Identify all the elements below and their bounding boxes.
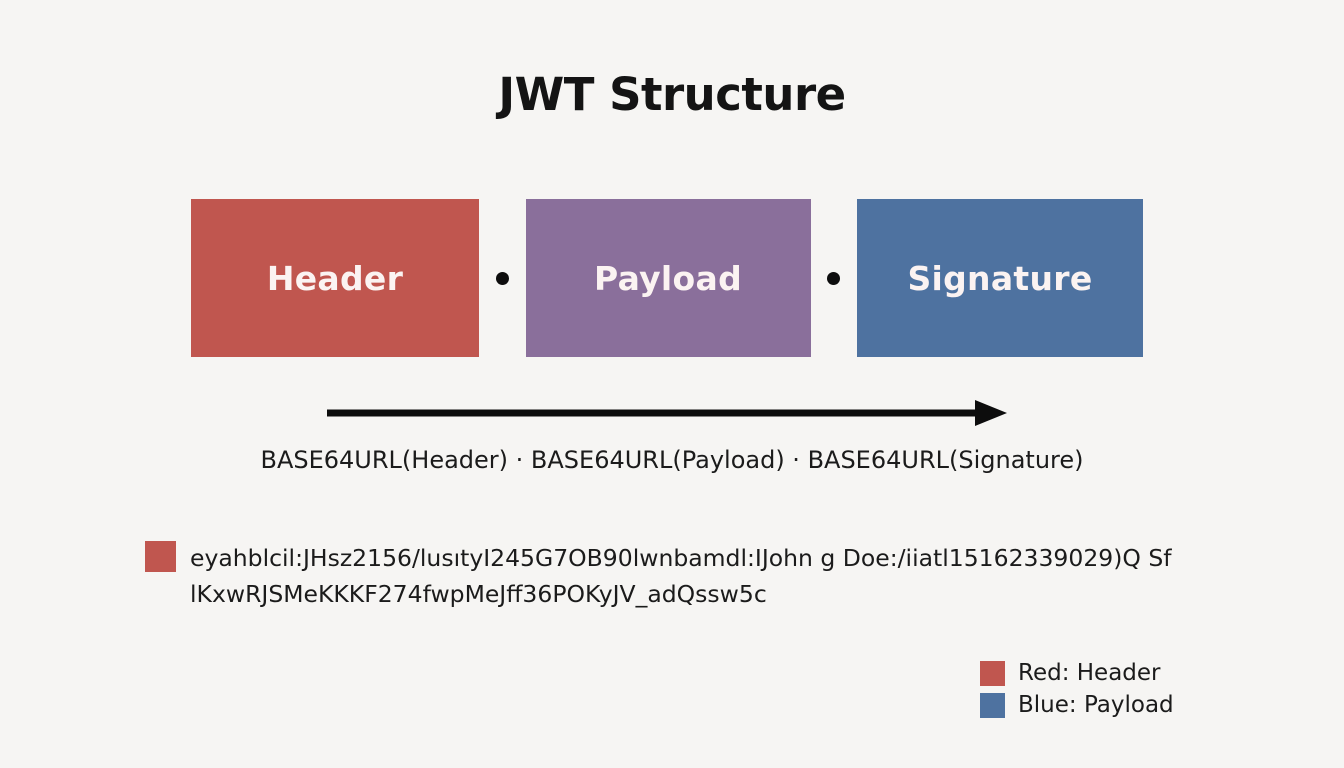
segment-label-header: Header xyxy=(266,258,404,298)
dot-icon xyxy=(827,271,841,285)
legend-item-blue: Blue: Payload xyxy=(980,692,1174,718)
right-arrow-icon xyxy=(327,400,1007,426)
legend: Red: Header Blue: Payload xyxy=(980,660,1174,718)
token-color-swatch xyxy=(145,541,176,572)
legend-item-red: Red: Header xyxy=(980,660,1174,686)
token-line-1: eyahblcil:JHsz2156/lusıtyI245G7OB90lwnba… xyxy=(190,544,1141,572)
legend-label-red: Red: Header xyxy=(1018,660,1161,686)
legend-swatch-red xyxy=(980,660,1005,686)
page-title: JWT Structure xyxy=(498,68,846,121)
segment-label-payload: Payload xyxy=(593,258,743,298)
token-example: eyahblcil:JHsz2156/lusıtyI245G7OB90lwnba… xyxy=(145,540,1205,612)
legend-label-blue: Blue: Payload xyxy=(1018,692,1174,718)
segment-box-payload[interactable]: Payload xyxy=(525,199,811,357)
legend-swatch-blue xyxy=(980,692,1005,718)
token-line-2: SflKxwRJSMeKKKF274fwpMeJff36POKyJV_adQss… xyxy=(190,544,1172,608)
separator-dot-1 xyxy=(479,199,526,357)
jwt-segments-row: Header Payload Signature xyxy=(191,199,1143,357)
segment-box-header[interactable]: Header xyxy=(191,199,479,357)
dot-icon xyxy=(495,271,509,285)
segment-box-signature[interactable]: Signature xyxy=(857,199,1143,357)
encoding-caption: BASE64URL(Header) · BASE64URL(Payload) ·… xyxy=(260,446,1084,474)
segment-label-signature: Signature xyxy=(907,258,1093,298)
separator-dot-2 xyxy=(811,199,858,357)
token-string: eyahblcil:JHsz2156/lusıtyI245G7OB90lwnba… xyxy=(190,540,1175,612)
